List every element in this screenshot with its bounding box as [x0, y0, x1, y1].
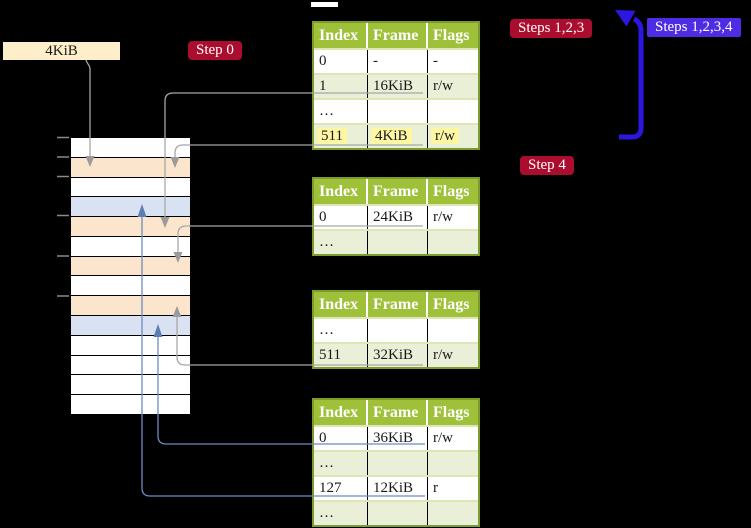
frame-row-4 — [71, 197, 190, 218]
frame-row-7 — [71, 256, 190, 277]
table-cell: 0 — [314, 427, 368, 450]
column-header-frame: Frame — [368, 179, 428, 204]
column-header-frame: Frame — [368, 292, 428, 317]
table-row: … — [314, 500, 478, 525]
table-cell: … — [314, 100, 368, 123]
table-cell: 4KiB — [368, 125, 428, 148]
table-cell — [368, 231, 428, 254]
frame-row-8 — [71, 276, 190, 297]
frame-row-6 — [71, 236, 190, 257]
frame-row-5 — [71, 217, 190, 237]
column-header-index: Index — [314, 400, 368, 425]
table-row: … — [314, 450, 478, 475]
table-cell: - — [433, 53, 438, 69]
column-header-flags: Flags — [433, 404, 470, 421]
highlighted-value: 511 — [317, 128, 347, 144]
table-row: 511 4KiB r/w — [314, 123, 478, 148]
table-cell: 24KiB — [368, 206, 428, 229]
frame-row-14 — [71, 395, 190, 414]
table-cell: 16KiB — [368, 75, 428, 98]
table-row: 0-- — [314, 48, 478, 73]
cropped-top-sliver — [311, 2, 338, 7]
column-header-flags: Flags — [433, 27, 470, 44]
table-cell: 36KiB — [368, 427, 428, 450]
table-cell: … — [314, 452, 368, 475]
table-cell: 127 — [314, 477, 368, 500]
frame-row-11 — [71, 335, 190, 356]
physical-memory-stack — [70, 137, 191, 415]
table-cell — [428, 452, 478, 475]
badge-step-0: Step 0 — [188, 41, 242, 60]
table-cell: r/w — [433, 78, 453, 94]
table-cell: … — [314, 231, 368, 254]
frame-size-label: 4KiB — [3, 42, 120, 60]
badge-steps-1-2-3-4: Steps 1,2,3,4 — [647, 18, 741, 37]
table-row: … — [314, 317, 478, 342]
column-header-index: Index — [314, 23, 368, 48]
table-cell — [368, 100, 428, 123]
frame-row-2 — [71, 157, 190, 178]
badge-step-4: Step 4 — [520, 156, 574, 175]
column-header-frame: Frame — [368, 400, 428, 425]
table-cell: 0 — [314, 206, 368, 229]
frame-row-10 — [71, 316, 190, 336]
column-header-frame: Frame — [368, 23, 428, 48]
column-header-flags: Flags — [433, 296, 470, 313]
table-cell — [428, 100, 478, 123]
table-cell: r/w — [433, 209, 453, 225]
table-cell — [368, 452, 428, 475]
frame-row-9 — [71, 296, 190, 317]
column-header-flags: Flags — [433, 183, 470, 200]
address-tick-marks — [57, 136, 69, 297]
table-cell — [428, 231, 478, 254]
table-cell: r — [433, 480, 438, 496]
table-cell: … — [314, 319, 368, 342]
table-cell: 32KiB — [368, 344, 428, 367]
table-cell: r/w — [433, 347, 453, 363]
loop-arrow — [615, 10, 644, 140]
frame-row-12 — [71, 355, 190, 376]
column-header-index: Index — [314, 179, 368, 204]
table-cell: - — [368, 50, 428, 73]
column-header-index: Index — [314, 292, 368, 317]
table-cell: 0 — [314, 50, 368, 73]
table-cell: 1 — [314, 75, 368, 98]
table-cell: 511 — [314, 344, 368, 367]
table-cell — [428, 319, 478, 342]
table-row: … — [314, 229, 478, 254]
table-cell: 511 — [314, 125, 368, 148]
table-cell — [428, 502, 478, 525]
table-cell: 12KiB — [368, 477, 428, 500]
highlighted-value: 4KiB — [371, 128, 412, 144]
frame-row-13 — [71, 375, 190, 396]
table-cell: r/w — [433, 430, 453, 446]
badge-steps-1-2-3: Steps 1,2,3 — [510, 19, 593, 38]
frame-row-3 — [71, 177, 190, 198]
highlighted-value: r/w — [431, 128, 459, 144]
table-cell — [368, 319, 428, 342]
table-row: … — [314, 98, 478, 123]
table-cell — [368, 502, 428, 525]
table-cell: … — [314, 502, 368, 525]
table-cell: r/w — [428, 125, 478, 148]
frame-row-1 — [71, 138, 190, 158]
